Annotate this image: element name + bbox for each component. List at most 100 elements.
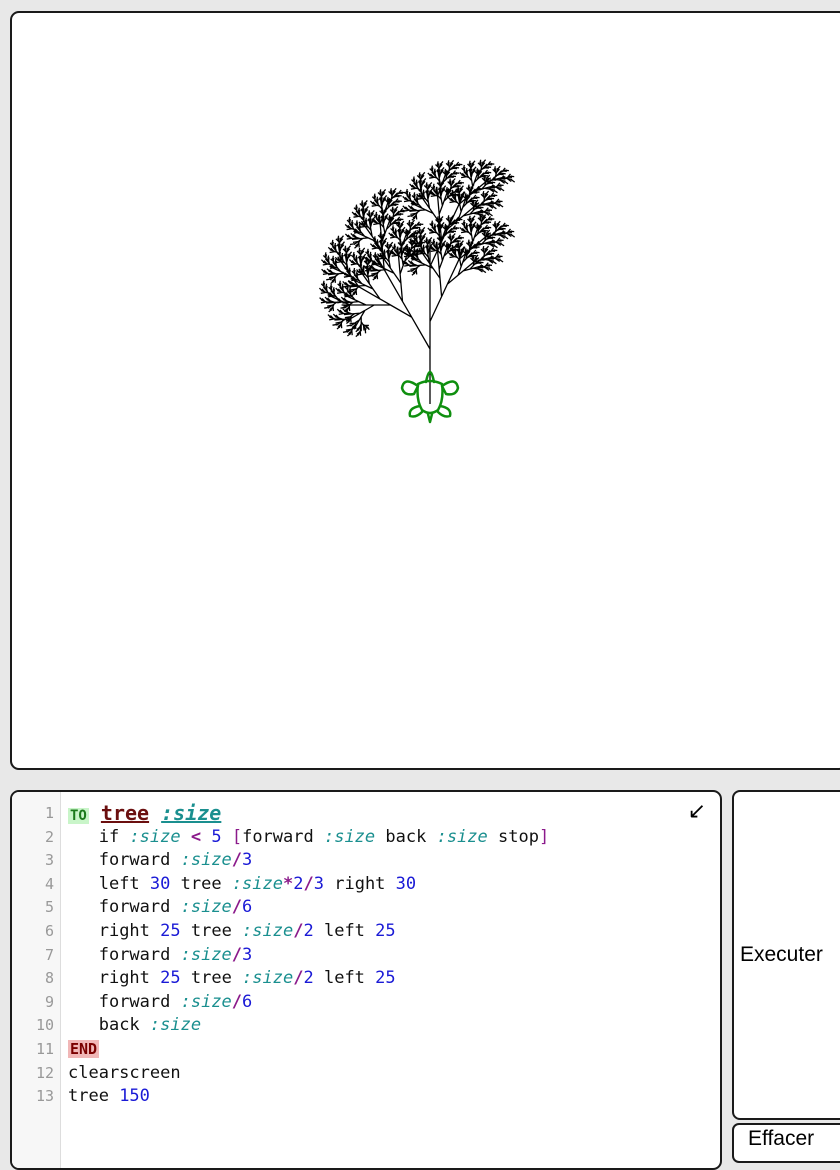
- code-token: :size: [180, 944, 232, 965]
- code-text[interactable]: forward :size/3: [68, 849, 253, 873]
- code-token: /: [293, 920, 304, 941]
- code-token: back: [375, 826, 437, 847]
- code-token: 25: [375, 920, 396, 941]
- code-token: [68, 874, 99, 894]
- code-token: forward: [98, 897, 181, 918]
- code-text[interactable]: END: [68, 1038, 100, 1062]
- turtle-icon: [400, 370, 460, 424]
- line-number: 7: [44, 945, 54, 964]
- code-token: [68, 897, 99, 917]
- code-token: /: [231, 944, 243, 965]
- code-line[interactable]: 7 forward :size/3: [12, 944, 720, 968]
- collapse-arrow-icon[interactable]: ↙: [687, 798, 706, 823]
- code-token: /: [231, 897, 243, 918]
- code-text[interactable]: right 25 tree :size/2 left 25: [68, 967, 396, 991]
- code-text[interactable]: if :size < 5 [forward :size back :size s…: [68, 826, 549, 850]
- code-token: :size: [180, 991, 232, 1012]
- code-token: left: [313, 968, 376, 989]
- line-number: 12: [35, 1063, 54, 1082]
- line-number: 4: [44, 874, 54, 893]
- code-token: forward: [98, 944, 181, 965]
- code-token: *: [283, 873, 294, 894]
- code-token: [68, 968, 99, 988]
- code-token: stop: [487, 826, 539, 847]
- code-token: :size: [129, 826, 181, 847]
- code-token: [68, 827, 99, 847]
- code-line[interactable]: 1 TO tree :size: [12, 801, 720, 829]
- code-token: right: [98, 920, 161, 941]
- code-token: right: [98, 968, 161, 989]
- code-text[interactable]: right 25 tree :size/2 left 25: [68, 920, 396, 944]
- code-token: forward: [98, 991, 181, 1012]
- turtle-graphics-svg: [318, 159, 516, 424]
- code-token: 30: [149, 873, 171, 894]
- code-token: left: [313, 920, 376, 941]
- code-token: /: [231, 850, 243, 871]
- code-token: 2: [303, 968, 314, 989]
- code-token: back: [98, 1015, 150, 1036]
- code-line[interactable]: 4 left 30 tree :size*2/3 right 30: [12, 873, 720, 897]
- line-number: 13: [35, 1087, 54, 1106]
- code-token: [68, 992, 99, 1012]
- code-text[interactable]: back :size: [68, 1014, 201, 1038]
- code-line[interactable]: 10 back :size: [12, 1014, 720, 1038]
- fractal-tree-drawing: [318, 159, 516, 404]
- code-token: tree: [100, 801, 150, 825]
- code-token: [89, 801, 101, 825]
- code-token: 3: [242, 850, 253, 871]
- code-token: right: [324, 873, 396, 894]
- code-token: 150: [119, 1086, 150, 1107]
- code-token: :size: [242, 920, 294, 941]
- code-token: 5: [211, 826, 222, 847]
- code-token: 3: [242, 944, 253, 965]
- code-token: 6: [242, 991, 253, 1012]
- code-text[interactable]: forward :size/6: [68, 896, 253, 920]
- run-button[interactable]: Executer: [732, 790, 840, 1120]
- code-token: :size: [436, 826, 488, 847]
- code-line[interactable]: 3 forward :size/3: [12, 849, 720, 873]
- line-number: 5: [44, 898, 54, 917]
- code-token: /: [303, 873, 314, 894]
- code-token: tree: [180, 968, 243, 989]
- code-line[interactable]: 13 tree 150: [12, 1085, 720, 1109]
- code-token: left: [98, 873, 150, 894]
- code-token: 25: [375, 968, 396, 989]
- code-token: tree: [180, 920, 243, 941]
- code-token: forward: [98, 850, 181, 871]
- code-token: 30: [395, 873, 417, 894]
- code-text[interactable]: forward :size/6: [68, 991, 253, 1015]
- code-text[interactable]: forward :size/3: [68, 944, 253, 968]
- code-token: :size: [149, 1015, 202, 1036]
- code-token: [68, 850, 99, 870]
- code-line[interactable]: 5 forward :size/6: [12, 896, 720, 920]
- code-token: TO: [68, 808, 89, 824]
- code-token: if: [98, 826, 130, 847]
- code-text[interactable]: tree 150: [68, 1085, 150, 1109]
- code-token: 25: [160, 920, 181, 941]
- code-line[interactable]: 8 right 25 tree :size/2 left 25: [12, 967, 720, 991]
- line-number: 2: [44, 827, 54, 846]
- code-token: [68, 921, 99, 941]
- clear-button[interactable]: Effacer: [732, 1123, 840, 1163]
- code-line[interactable]: 2 if :size < 5 [forward :size back :size…: [12, 826, 720, 850]
- code-token: forward: [242, 826, 324, 847]
- code-line[interactable]: 6 right 25 tree :size/2 left 25: [12, 920, 720, 944]
- code-token: [149, 801, 161, 825]
- code-text[interactable]: clearscreen: [68, 1062, 181, 1086]
- code-text[interactable]: left 30 tree :size*2/3 right 30: [68, 873, 416, 897]
- code-token: clearscreen: [68, 1062, 181, 1083]
- code-token: [68, 945, 99, 965]
- line-number: 1: [44, 804, 54, 822]
- code-token: [68, 1015, 99, 1035]
- code-text[interactable]: TO tree :size: [68, 801, 221, 829]
- code-token: 3: [313, 873, 324, 894]
- code-token: /: [293, 968, 304, 989]
- code-token: 2: [293, 873, 304, 894]
- line-number: 3: [44, 851, 54, 870]
- code-line[interactable]: 12 clearscreen: [12, 1062, 720, 1086]
- code-token: [: [221, 826, 243, 847]
- code-line[interactable]: 9 forward :size/6: [12, 991, 720, 1015]
